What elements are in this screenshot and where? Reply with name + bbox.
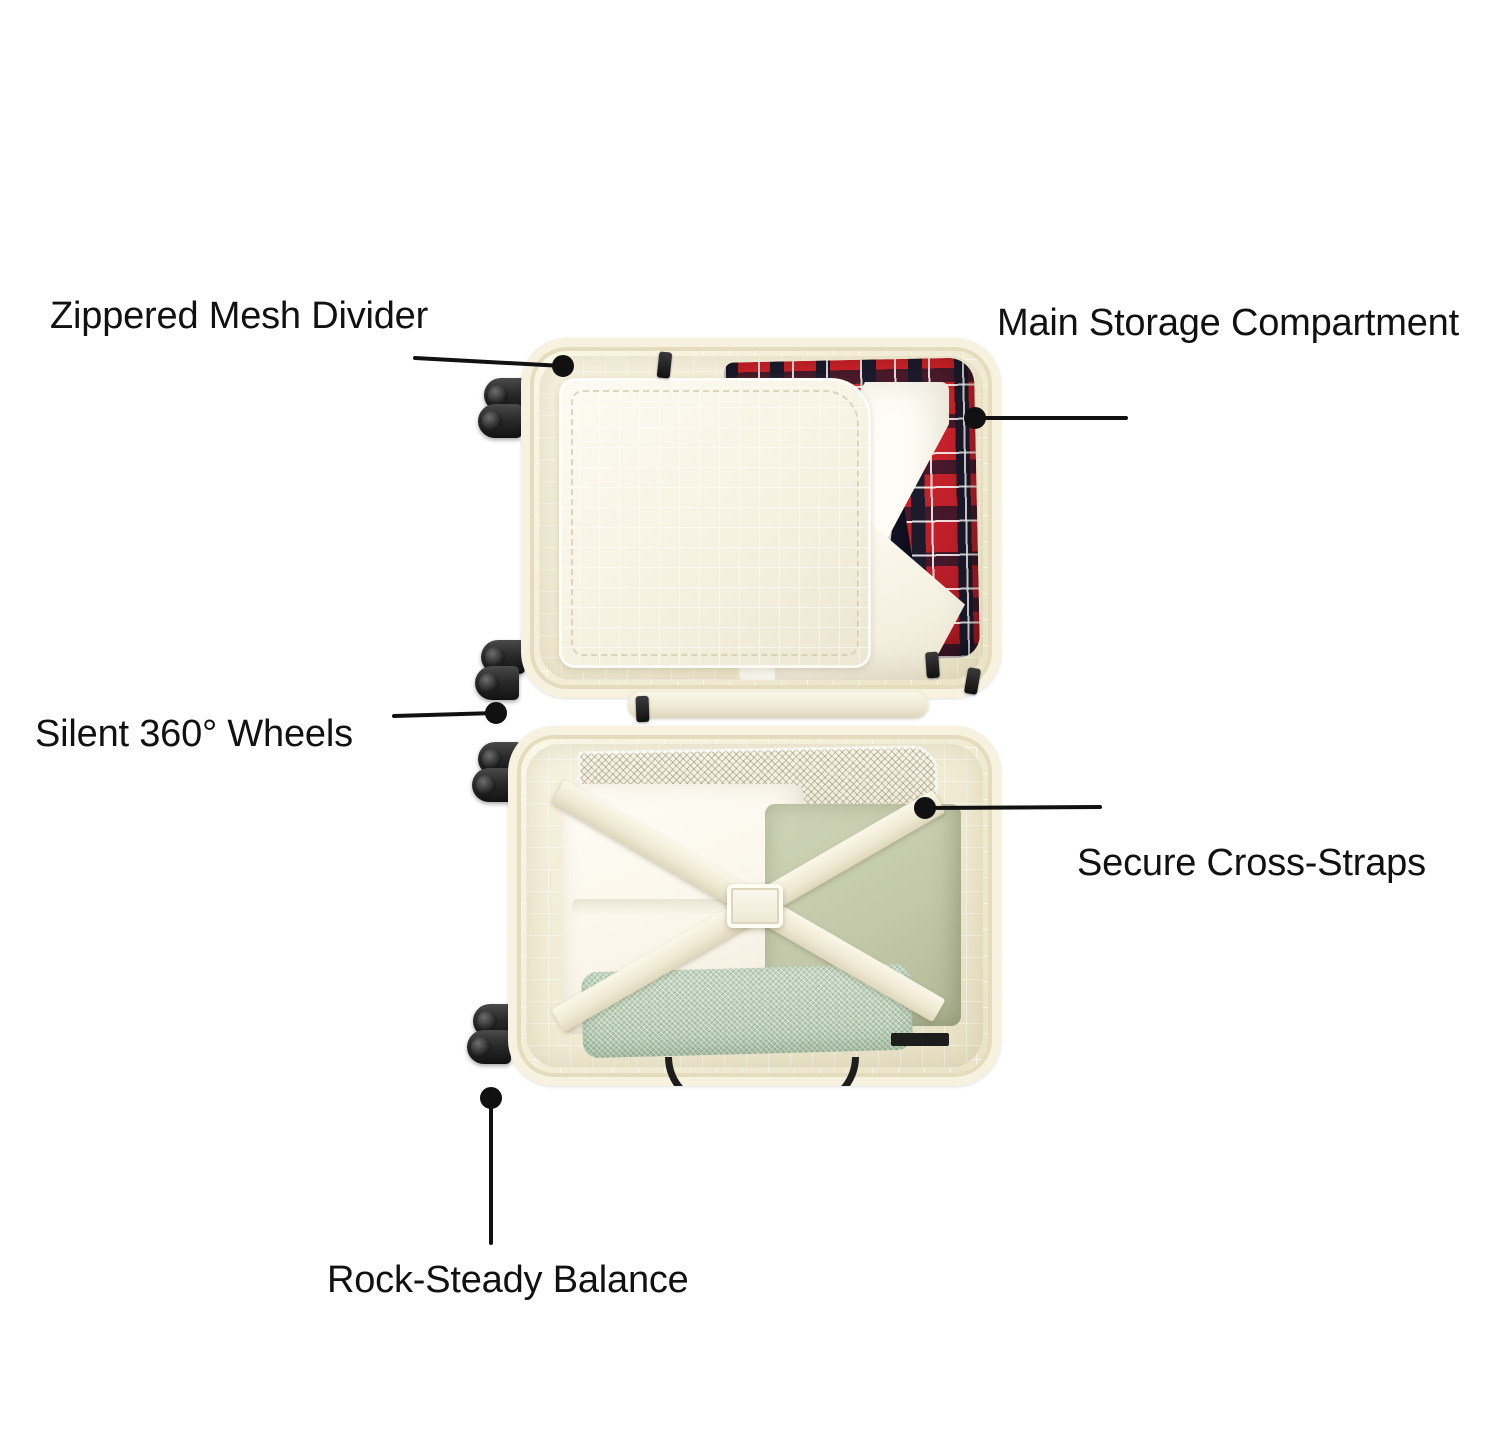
zipper-pull-icon <box>656 351 673 379</box>
zipper-pull-icon <box>635 695 650 723</box>
spinner-wheel-icon <box>467 1030 511 1064</box>
callout-label-zippered-mesh-divider: Zippered Mesh Divider <box>50 295 429 337</box>
callout-label-main-storage-compartment: Main Storage Compartment <box>997 302 1459 344</box>
suitcase-base-half <box>508 726 1001 1086</box>
cross-strap-buckle <box>726 884 783 928</box>
base-lining <box>526 744 983 1068</box>
callout-label-secure-cross-straps: Secure Cross-Straps <box>1077 842 1426 884</box>
lid-lining <box>539 356 983 680</box>
callout-label-rock-steady-balance: Rock-Steady Balance <box>327 1259 689 1301</box>
brand-logo-tab <box>891 1033 949 1046</box>
suitcase-lid-half <box>521 338 1001 698</box>
carry-handle <box>664 1057 859 1086</box>
callout-label-silent-360-wheels: Silent 360° Wheels <box>35 713 353 755</box>
zipper-pull-icon <box>925 651 940 679</box>
spinner-wheel-icon <box>478 404 522 438</box>
zippered-mesh-divider-flap <box>559 378 871 668</box>
spinner-wheel-icon <box>475 666 519 700</box>
suitcase-hinge <box>628 692 928 718</box>
divider-zipper-track <box>571 390 859 656</box>
